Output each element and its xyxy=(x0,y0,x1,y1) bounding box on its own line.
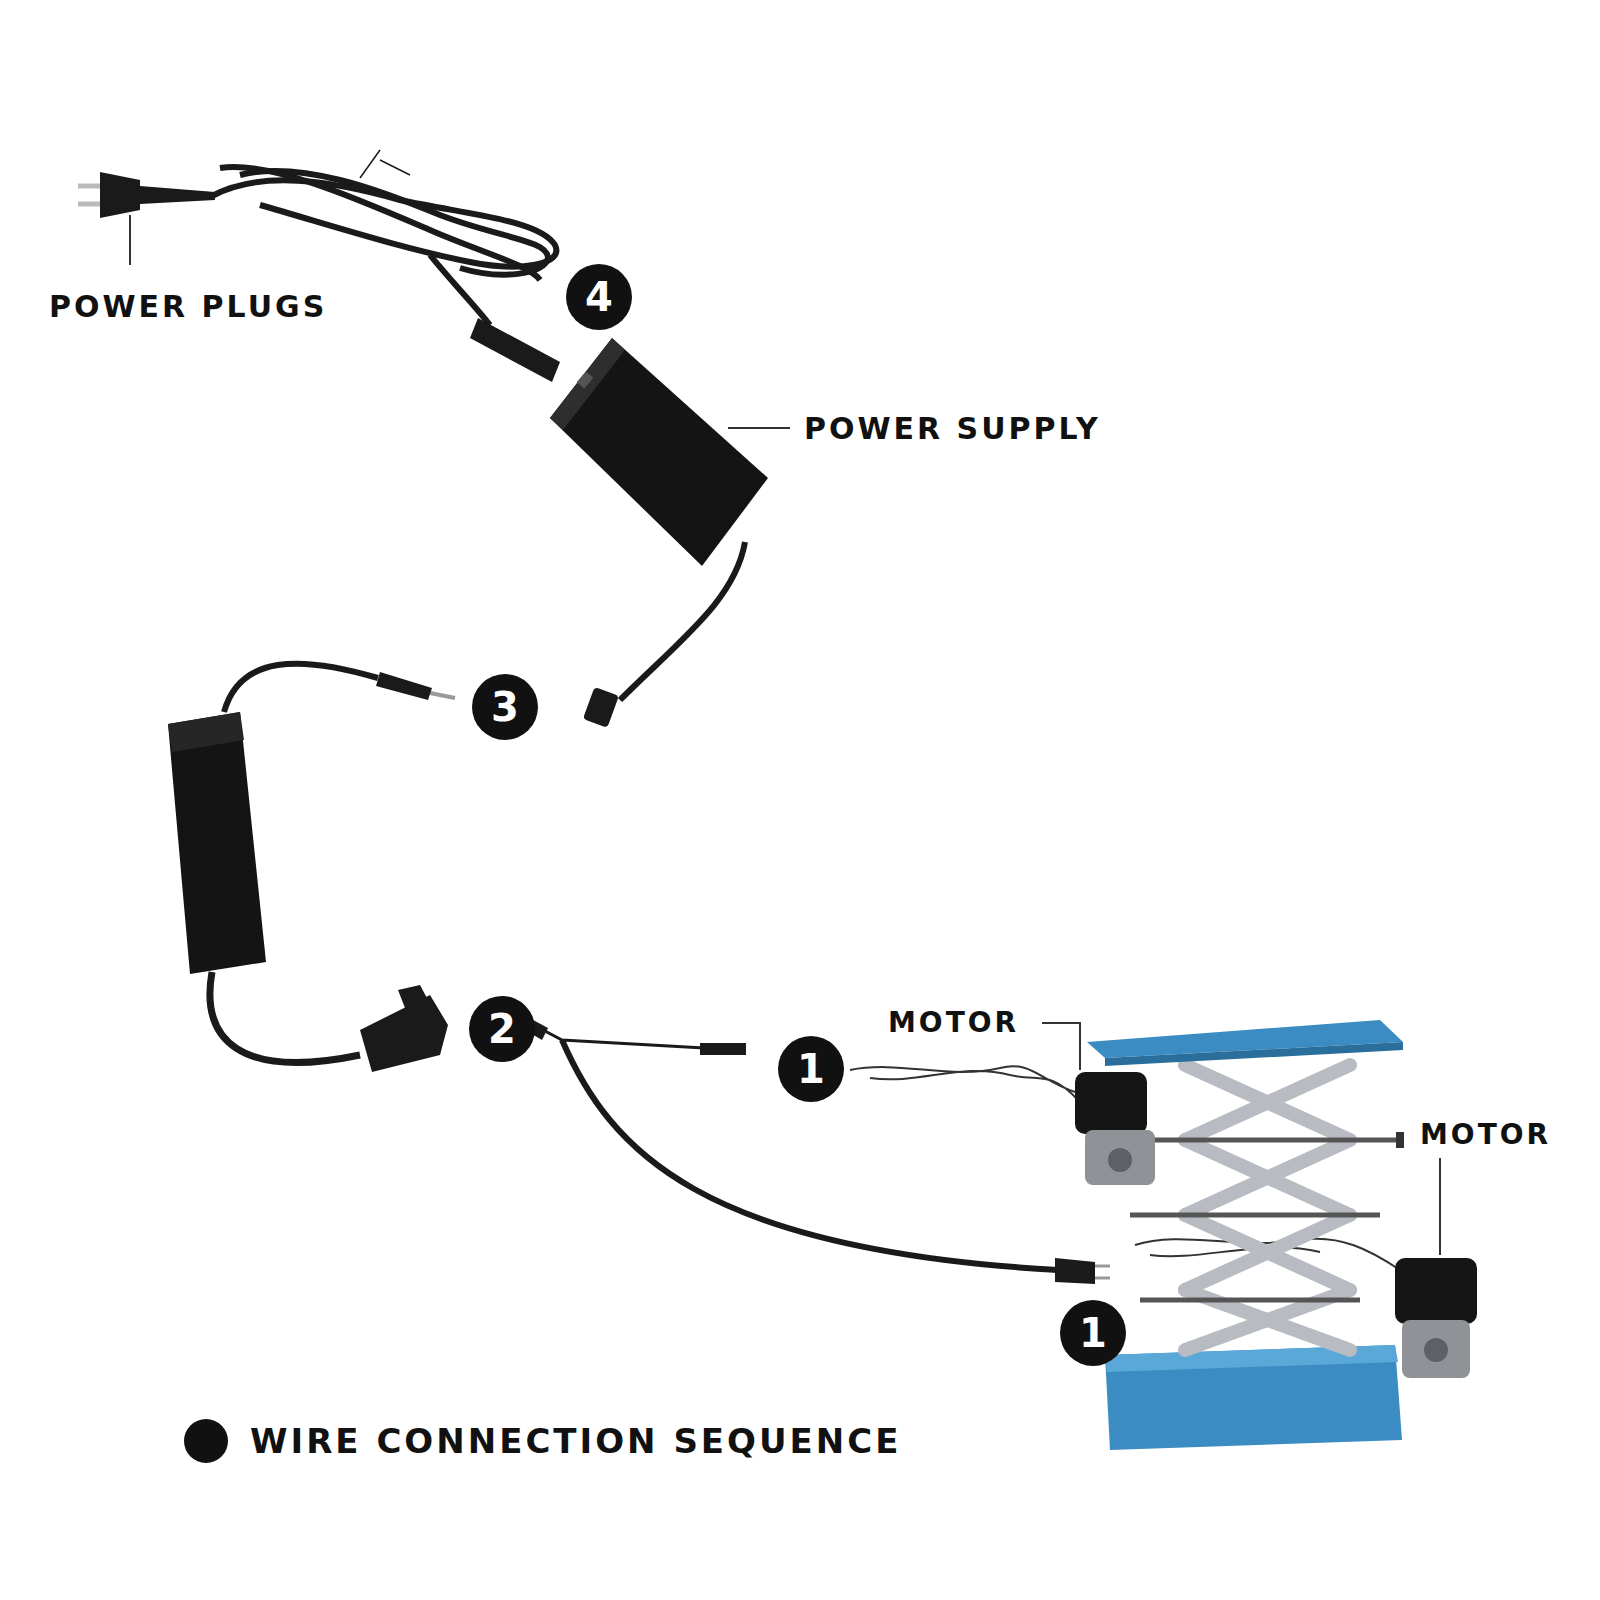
callout-number: 3 xyxy=(472,674,538,740)
power-supply xyxy=(550,338,790,566)
part-label: MOTOR xyxy=(1420,1121,1551,1149)
part-label: MOTOR xyxy=(888,1009,1019,1037)
leader-line xyxy=(1042,1023,1080,1070)
callout-number: 2 xyxy=(469,996,535,1062)
supply-connector xyxy=(583,687,619,728)
callout-number: 1 xyxy=(1060,1300,1126,1366)
callout-number: 4 xyxy=(566,264,632,330)
splitter-cable xyxy=(528,1022,1058,1270)
callout-number: 1 xyxy=(778,1036,844,1102)
part-label: POWER PLUGS xyxy=(49,292,327,322)
controller xyxy=(168,664,455,1072)
motor-connector xyxy=(700,1043,746,1055)
motor-plug xyxy=(1055,1258,1095,1284)
motor-wires xyxy=(850,1066,1078,1100)
power-plug xyxy=(78,172,215,265)
part-label: POWER SUPPLY xyxy=(804,414,1101,444)
lab-jack xyxy=(1075,1020,1477,1450)
legend-text: WIRE CONNECTION SEQUENCE xyxy=(250,1424,901,1458)
cord-connector xyxy=(470,318,560,382)
supply-cable xyxy=(620,542,745,700)
leader-line xyxy=(1439,1158,1441,1255)
legend-swatch xyxy=(184,1419,228,1463)
